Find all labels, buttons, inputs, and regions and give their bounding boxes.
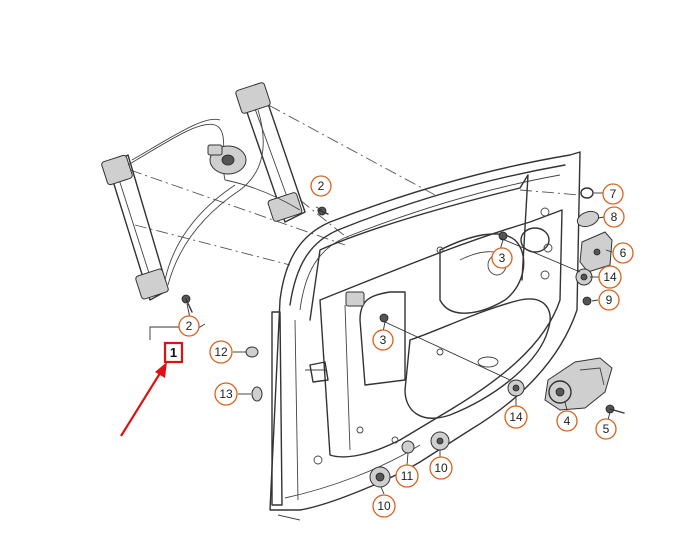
- svg-text:2: 2: [186, 319, 193, 333]
- part-1-highlight-box: 1: [163, 341, 184, 364]
- window-regulator: [101, 82, 329, 313]
- highlight-arrow: [120, 362, 167, 437]
- callout-8: 8: [603, 206, 625, 228]
- callout-9: 9: [598, 289, 620, 311]
- callout-3-lower: 3: [372, 329, 394, 351]
- callout-4: 4: [556, 410, 578, 432]
- callout-10-bottom: 10: [372, 494, 396, 518]
- callout-leaders: [149, 192, 613, 495]
- svg-text:12: 12: [214, 345, 228, 359]
- callout-11: 11: [395, 464, 419, 488]
- callout-3-upper: 3: [491, 247, 513, 269]
- callout-6: 6: [612, 242, 634, 264]
- door-body: [269, 151, 581, 521]
- svg-text:11: 11: [401, 469, 414, 483]
- svg-text:7: 7: [610, 187, 617, 201]
- svg-text:8: 8: [611, 210, 618, 224]
- svg-text:14: 14: [603, 270, 617, 284]
- callout-14-lower: 14: [504, 405, 528, 429]
- svg-text:2: 2: [318, 179, 325, 193]
- callout-14-right: 14: [598, 265, 622, 289]
- assembly-guide-lines: [129, 94, 581, 266]
- window-motor: [544, 357, 613, 411]
- svg-text:14: 14: [509, 410, 523, 424]
- svg-text:5: 5: [603, 422, 610, 436]
- svg-text:6: 6: [620, 246, 627, 260]
- callout-12: 12: [209, 340, 233, 364]
- fasteners-and-grommets: [245, 187, 625, 488]
- callout-5: 5: [595, 418, 617, 440]
- svg-text:4: 4: [564, 414, 571, 428]
- callout-7: 7: [602, 183, 624, 205]
- svg-text:10: 10: [434, 461, 448, 475]
- svg-text:3: 3: [499, 251, 506, 265]
- callout-2-lower: 2: [178, 315, 200, 337]
- svg-text:13: 13: [219, 387, 233, 401]
- svg-text:9: 9: [606, 293, 613, 307]
- svg-text:3: 3: [380, 333, 387, 347]
- part-1-label: 1: [170, 345, 177, 360]
- callout-2-upper: 2: [310, 175, 332, 197]
- svg-text:10: 10: [377, 499, 391, 513]
- callout-13: 13: [214, 382, 238, 406]
- callout-10-right: 10: [429, 456, 453, 480]
